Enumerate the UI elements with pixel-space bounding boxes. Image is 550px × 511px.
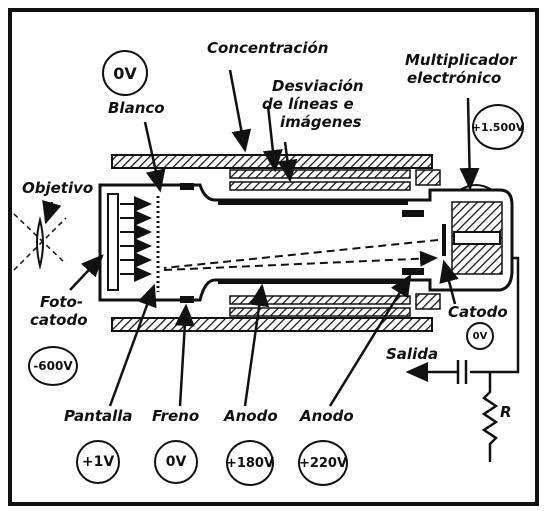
electron-multiplier [442,184,503,275]
anode-electrode-bottom [218,280,408,284]
voltage-badge-fotocatodo: -600V [28,346,78,386]
anode-ring-bottom [402,268,424,275]
output-circuit [405,256,520,462]
label-anodo-2: Anodo [300,407,354,425]
label-concentracion: Concentración [207,39,329,57]
label-fotocatodo-2: catodo [30,311,88,329]
label-resistor: R [500,403,512,421]
label-multiplicador-1: Multiplicador [405,51,517,69]
photoelectron-arrows [120,196,152,282]
deflection-coil-bottom-2 [229,307,411,317]
tube-envelope [98,183,514,302]
brake-electrode-bottom [180,296,194,303]
coil-block-bottom-right [415,293,441,310]
pointer-arrows [42,69,480,407]
voltage-badge-multiplicador: +1.500V [472,104,524,150]
label-desviacion-1: Desviación [272,77,364,95]
label-fotocatodo-1: Foto- [40,293,84,311]
label-desviacion-2: de líneas e [262,95,354,113]
deflection-coil-bottom-1 [229,295,411,305]
anode-ring-top [402,210,424,217]
anode-electrode-top [218,201,408,205]
label-catodo: Catodo [448,303,508,321]
brake-electrode-top [180,183,194,190]
voltage-badge-pantalla: +1V [76,440,120,484]
label-objetivo: Objetivo [22,179,94,197]
lens-symbol [13,213,67,271]
deflection-coil-top-1 [229,169,411,179]
label-anodo-1: Anodo [224,407,278,425]
diagram-frame [8,8,539,506]
electron-beam [163,239,439,271]
label-salida: Salida [386,345,439,363]
voltage-badge-catodo: 0V [466,322,494,350]
voltage-badge-blanco: 0V [102,50,148,96]
label-multiplicador-2: electrónico [407,69,502,87]
label-blanco: Blanco [108,99,165,117]
voltage-badge-freno: 0V [154,440,198,484]
label-desviacion-3: imágenes [280,113,362,131]
photocathode-plate [107,193,119,291]
label-freno: Freno [152,407,200,425]
deflection-coil-top-2 [229,181,411,191]
focus-coil-top [111,154,433,169]
voltage-badge-anodo-2: +220V [298,440,348,486]
label-pantalla: Pantalla [64,407,133,425]
coil-block-top-right [415,169,441,186]
voltage-badge-anodo-1: +180V [226,440,274,486]
